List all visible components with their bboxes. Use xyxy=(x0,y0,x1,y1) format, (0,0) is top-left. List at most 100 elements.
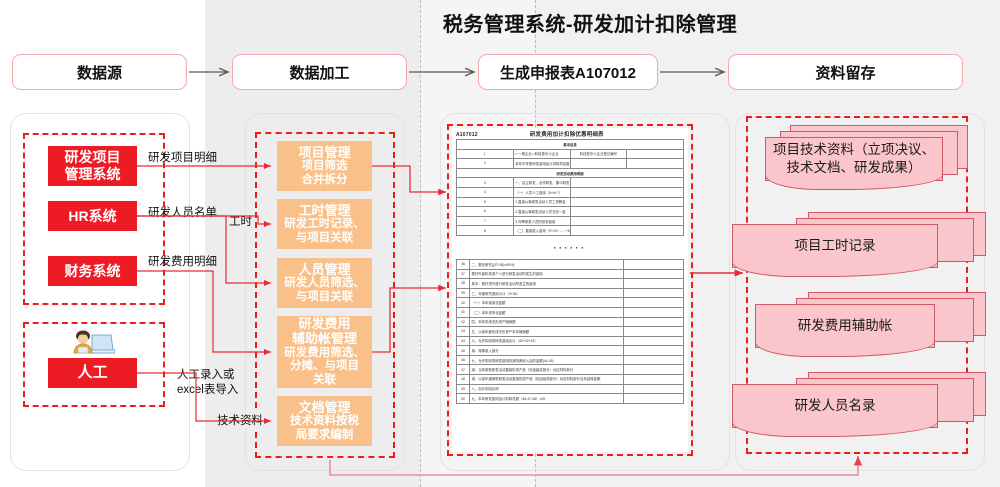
module-worktime-management[interactable]: 工时管理 研发工时记录、 与项目关联 xyxy=(277,199,372,249)
form-a107012: A107012 研发费用加计扣除优惠明细表 基本信息 1 □ 一般企业 □科技型… xyxy=(452,128,688,452)
row-text: （一）本年费用化金额 xyxy=(469,297,624,308)
row-text: 五、以前年度形成无形资产本年摊销额 xyxy=(469,326,624,337)
row-value xyxy=(623,364,684,376)
module-sub: 项目筛选 xyxy=(301,159,348,172)
row-text: 八、加计扣除比例 xyxy=(469,383,624,395)
module-rd-expense-ledger[interactable]: 研发费用 辅助帐管理 研发费用筛选、 分摊、与项目 关联 xyxy=(277,316,372,388)
source-box-manual[interactable]: 人工 xyxy=(48,358,137,388)
stage-label: 资料留存 xyxy=(815,64,876,82)
stage-label: 数据源 xyxy=(76,64,122,82)
row-number: 45 xyxy=(456,345,470,356)
row-number: 5 xyxy=(456,196,514,208)
row-number: 46 xyxy=(456,354,470,366)
dashed-group-manual xyxy=(23,322,165,407)
row-number: 50 xyxy=(456,393,470,404)
form-section-basic: 基本信息 xyxy=(456,139,684,150)
row-value xyxy=(623,345,684,356)
stage-box-archive[interactable]: 资料留存 xyxy=(728,54,963,90)
stage-box-data-source[interactable]: 数据源 xyxy=(12,54,187,90)
module-document-management[interactable]: 文档管理 技术资料按税 局要求编制 xyxy=(277,396,372,446)
row-value xyxy=(623,258,684,270)
connector-label-tech-material: 技术资料 xyxy=(216,412,264,428)
row-text: 一、自主研发、合作研发、集中研发（4+17+20+24+35） xyxy=(512,177,571,188)
module-sub: 研发工时记录、 xyxy=(284,217,365,230)
row-value xyxy=(623,268,684,280)
stage-box-generate-form[interactable]: 生成申报表A107012 xyxy=(478,54,658,90)
page-title: 税务管理系统-研发加计扣除管理 xyxy=(442,14,738,36)
stage-label: 数据加工 xyxy=(289,64,350,82)
row-value: 科技型中小企业登记编号 xyxy=(569,148,628,160)
row-number: 39 xyxy=(456,287,470,299)
source-box-project-system[interactable]: 研发项目 管理系统 xyxy=(48,146,137,186)
row-number: 8 xyxy=(456,225,514,236)
row-text: 3.外聘研发人员的劳务费用 xyxy=(512,215,571,227)
row-value xyxy=(569,177,684,188)
divider-dashed-left xyxy=(420,0,421,487)
archive-stack-worktime-records[interactable]: 项目工时记录 xyxy=(732,212,986,277)
row-number: 40 xyxy=(456,297,470,308)
dashed-group-archive xyxy=(746,116,968,454)
row-text: 六、允许扣除的研发费用合计（40+42+43） xyxy=(469,335,624,347)
archive-stack-personnel-roster[interactable]: 研发人员名录 xyxy=(732,372,986,437)
person-computer-icon xyxy=(73,330,115,354)
sheet-bottom-curve xyxy=(732,262,938,277)
module-personnel-management[interactable]: 人员管理 研发人员筛选、 与项目关联 xyxy=(277,258,372,308)
source-label: 研发项目 管理系统 xyxy=(65,149,121,182)
source-label-line1: 研发项目 xyxy=(64,149,121,166)
module-sub: 局要求编制 xyxy=(295,428,354,441)
connector-label-personnel-list: 研发人员名单 xyxy=(148,207,217,219)
row-number: 7 xyxy=(456,215,514,227)
row-text: （一）人员人工费用（5+6+7） xyxy=(512,186,571,198)
row-value xyxy=(569,186,684,198)
module-sub: 研发人员筛选、 xyxy=(284,276,365,289)
row-value xyxy=(623,383,684,395)
module-sub: 分摊、与项目 xyxy=(290,360,359,373)
row-number: 2 xyxy=(456,158,514,169)
dashed-group-form xyxy=(447,124,693,456)
row-text: 其中：委托境外进行研发活动所发生的费用 xyxy=(469,278,624,289)
source-box-hr-system[interactable]: HR系统 xyxy=(48,201,137,231)
connector-label-worktime: 工时 xyxy=(228,213,253,229)
sheet-bottom-curve xyxy=(765,175,943,190)
module-sub: 技术资料按税 xyxy=(290,414,359,427)
archive-stack-expense-ledger[interactable]: 研发费用辅助帐 xyxy=(755,292,986,357)
row-text: 九、本年研发费用加计扣除总额（46-47-48）×49 xyxy=(469,393,624,404)
table-row: 4 （一）人员人工费用（5+6+7） xyxy=(456,186,684,198)
module-title: 文档管理 xyxy=(298,399,351,415)
row-value xyxy=(623,393,684,404)
sheet-front: 研发人员名录 xyxy=(732,384,938,437)
form-code: A107012 xyxy=(456,132,478,138)
sheet-front: 项目工时记录 xyxy=(732,224,938,277)
row-text: 减：以前年度销售研发活动直接形成产品（包括组成部分）对应材料部分当年结转金额 xyxy=(469,374,624,385)
archive-stack-tech-materials[interactable]: 项目技术资料（立项决议、 技术文档、研发成果） xyxy=(760,125,970,190)
row-text: （二）本年资本化金额 xyxy=(469,306,624,318)
source-box-finance-system[interactable]: 财务系统 xyxy=(48,256,137,286)
archive-label-line1: 项目技术资料（立项决议、 xyxy=(773,141,935,157)
row-value xyxy=(569,225,684,236)
row-text: 二、委托研究[(37+38)×80%] xyxy=(469,258,624,270)
module-title: 人员管理 xyxy=(298,261,351,277)
module-title: 工时管理 xyxy=(298,202,351,218)
connector-label-manual-entry-line1: 人工录入或 xyxy=(177,369,235,381)
row-value xyxy=(623,316,684,328)
row-value xyxy=(623,297,684,308)
module-project-management[interactable]: 项目管理 项目筛选 合并拆分 xyxy=(277,141,372,191)
source-label: HR系统 xyxy=(68,207,117,224)
table-row: 研发活动费用明细 xyxy=(456,167,684,179)
table-row: 1 □ 一般企业 □科技型中小企业 科技型中小企业登记编号 xyxy=(456,148,684,160)
row-value xyxy=(569,206,684,217)
row-text: 2.直接从事研发活动人员五险一金 xyxy=(512,206,571,217)
stage-box-data-processing[interactable]: 数据加工 xyxy=(232,54,407,90)
table-row: 8 （二）直接投入费用（9+10+……+16） xyxy=(456,225,684,236)
form-header: A107012 研发费用加计扣除优惠明细表 xyxy=(452,128,688,139)
